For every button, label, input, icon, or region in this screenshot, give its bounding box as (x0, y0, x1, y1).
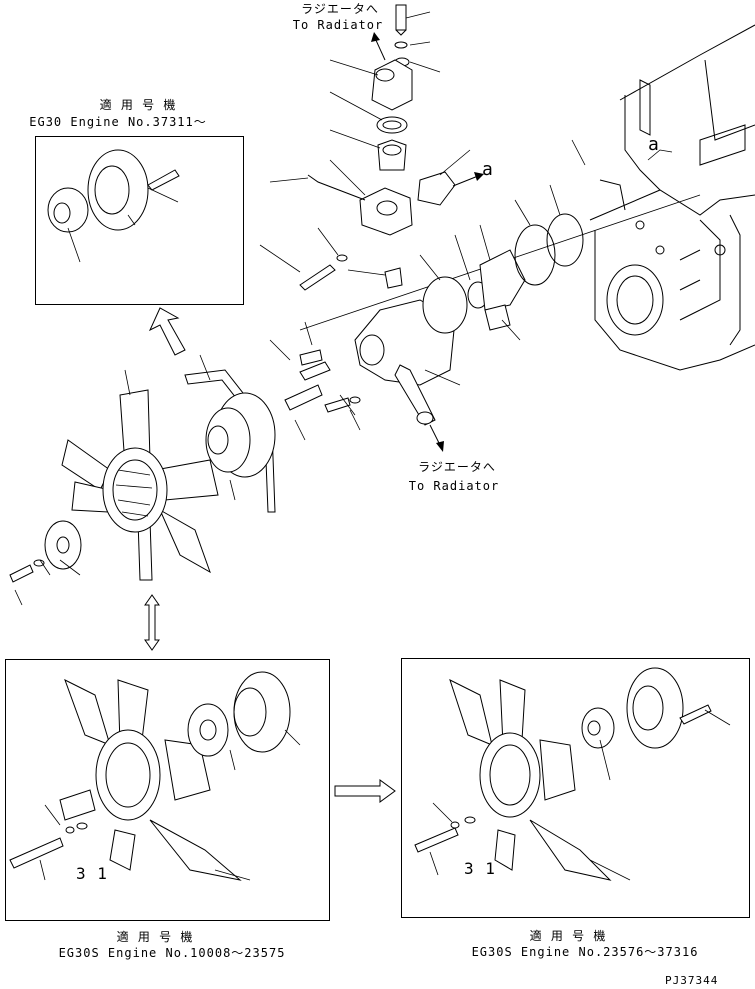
drawing-id: PJ37344 (665, 974, 719, 987)
top-radiator-label-jp: ラジエータへ (301, 2, 379, 16)
topleft-box-label-jp: 適 用 号 機 (99, 98, 177, 112)
inset-box-topleft (35, 136, 244, 305)
ref-a-label-left: a (482, 159, 494, 180)
bottomleft-box-label-jp: 適 用 号 機 (116, 930, 194, 944)
water-pump (284, 213, 584, 426)
engine-block (589, 24, 755, 371)
mid-radiator-label-en: To Radiator (408, 479, 500, 493)
inset-topleft-parts (47, 149, 180, 233)
inset-box-bottomright (401, 658, 750, 918)
ref-a-label-right: a (648, 134, 660, 155)
inset-box-bottomleft (5, 659, 330, 921)
bottomright-box-label-jp: 適 用 号 機 (529, 929, 607, 943)
flow-arrows (144, 32, 484, 803)
inset-bottomleft-parts (9, 671, 291, 881)
fan-belt-pulley (184, 369, 276, 513)
bottomright-box-label-en: EG30S Engine No.23576～37316 (471, 945, 699, 959)
bottomleft-item-number: 3 1 (76, 864, 108, 883)
inset-bottomright-parts (414, 667, 712, 881)
topleft-box-label-en: EG30 Engine No.37311～ (29, 115, 207, 129)
main-cooling-fan (9, 389, 219, 583)
bottomleft-box-label-en: EG30S Engine No.10008～23575 (58, 946, 286, 960)
thermostat-housing-group (299, 4, 456, 291)
mid-radiator-label-jp: ラジエータへ (418, 460, 496, 474)
top-radiator-label-en: To Radiator (292, 18, 384, 32)
bottomright-item-number: 3 1 (464, 859, 496, 878)
leader-lines (14, 11, 731, 881)
